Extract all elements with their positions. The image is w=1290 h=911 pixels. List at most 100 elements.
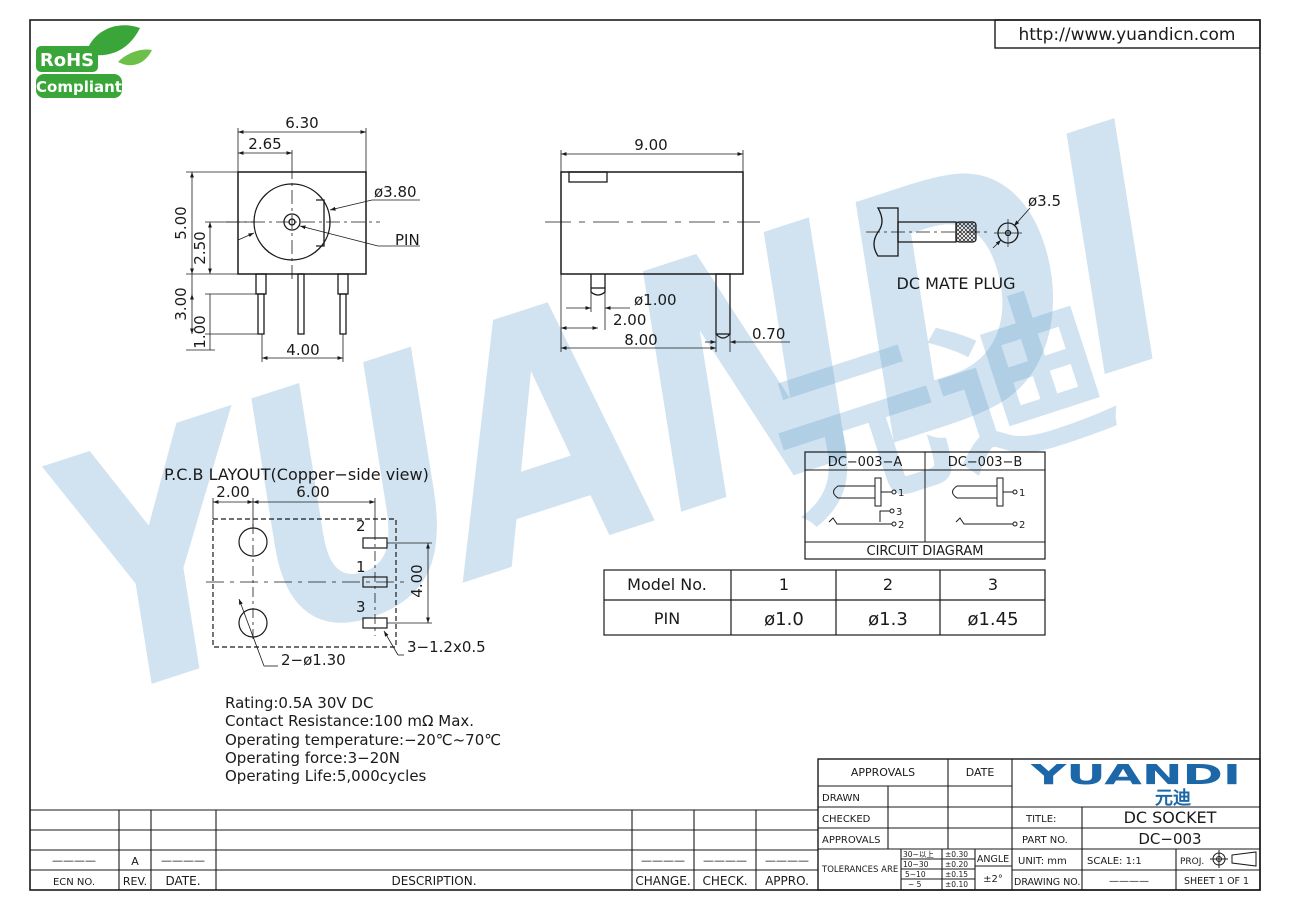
pcb-dim-height: 4.00 — [408, 564, 426, 597]
pcb-layout: P.C.B LAYOUT(Copper−side view) 2.00 6.00… — [164, 465, 486, 669]
spec-rating: Rating:0.5A 30V DC — [225, 694, 373, 712]
pin-table-header-1: 1 — [779, 575, 789, 594]
rohs-logo: RoHS Compliant — [36, 25, 152, 98]
pin-table-header-3: 3 — [988, 575, 998, 594]
tb-tol-range-2: 10~30 — [903, 860, 929, 869]
circuit-a-pin2: 2 — [898, 520, 904, 531]
tb-approvals-header: APPROVALS — [851, 766, 915, 779]
pcb-dim-left: 2.00 — [216, 483, 249, 501]
watermark: YUANDI 元迪 — [6, 54, 1218, 775]
pin-table: Model No. 1 2 3 PIN ø1.0 ø1.3 ø1.45 — [603, 569, 1046, 636]
tb-title-value: DC SOCKET — [1124, 808, 1217, 827]
pcb-dim-span: 6.00 — [296, 483, 329, 501]
pin-table-header-2: 2 — [883, 575, 893, 594]
specifications: Rating:0.5A 30V DC Contact Resistance:10… — [225, 694, 501, 785]
mate-plug: ø3.5 DC MATE PLUG — [866, 192, 1061, 293]
spec-contact-resistance: Contact Resistance:100 mΩ Max. — [225, 712, 474, 730]
sheet-border — [29, 19, 1261, 891]
tb-part-label: PART NO. — [1022, 835, 1068, 846]
pin-table-cell-1: ø1.0 — [764, 609, 804, 630]
circuit-caption: CIRCUIT DIAGRAM — [867, 544, 984, 559]
pad-size-label: 3−1.2x0.5 — [407, 638, 486, 656]
circuit-b-pin2: 2 — [1019, 520, 1025, 531]
tb-tol-value-3: ±0.15 — [945, 870, 968, 879]
rev-col-change: CHANGE. — [635, 874, 690, 888]
dim-front-center-h: 2.50 — [191, 231, 209, 264]
projection-symbol-icon — [1210, 850, 1257, 868]
circuit-a-label: DC−003−A — [828, 455, 903, 470]
rev-col-rev: REV. — [123, 875, 147, 888]
dim-pin-tip: 1.00 — [191, 315, 209, 348]
tb-tol-range-3: 5~10 — [905, 870, 926, 879]
url-box: http://www.yuandicn.com — [994, 19, 1261, 49]
dim-side-pin-dia: ø1.00 — [634, 291, 677, 309]
circuit-a-pin1: 1 — [898, 488, 904, 499]
dim-side-pin-thickness: 0.70 — [752, 325, 785, 343]
tb-checked: CHECKED — [822, 814, 871, 825]
rohs-text: RoHS — [40, 50, 94, 71]
rev-ecn-value: ———— — [52, 854, 96, 867]
spec-force: Operating force:3−20N — [225, 749, 400, 767]
rev-appro-value: ———— — [765, 854, 809, 867]
tb-tol-value-4: ±0.10 — [945, 880, 968, 889]
dim-side-pin-offset: 2.00 — [613, 311, 646, 329]
tb-angle: ANGLE — [977, 854, 1009, 865]
tb-scale: SCALE: 1:1 — [1087, 856, 1142, 867]
spec-life: Operating Life:5,000cycles — [225, 767, 427, 785]
rev-check-value: ———— — [703, 854, 747, 867]
rev-col-appro: APPRO. — [765, 874, 809, 888]
circuit-b-label: DC−003−B — [948, 455, 1023, 470]
pad-1-label: 1 — [356, 558, 366, 576]
tb-tol-value-2: ±0.20 — [945, 860, 968, 869]
pad-3-label: 3 — [356, 598, 366, 616]
pad-2-label: 2 — [356, 517, 366, 535]
rev-col-ecn: ECN NO. — [53, 877, 95, 888]
plug-diameter: ø3.5 — [1028, 192, 1061, 210]
circuit-a-pin3: 3 — [896, 507, 902, 518]
circuit-diagram: DC−003−A DC−003−B CIRCUIT DIAGRAM 1 3 2 … — [804, 451, 1046, 560]
dim-side-pin-span: 8.00 — [624, 331, 657, 349]
pcb-title: P.C.B LAYOUT(Copper−side view) — [164, 465, 429, 484]
title-block: APPROVALS DATE DRAWN CHECKED APPROVALS T… — [817, 758, 1261, 891]
tb-title-label: TITLE: — [1025, 814, 1056, 825]
rev-change-value: ———— — [641, 854, 685, 867]
tb-drawing-value: ———— — [1109, 876, 1149, 887]
rev-col-description: DESCRIPTION. — [391, 874, 476, 888]
spec-temperature: Operating temperature:−20℃~70℃ — [225, 731, 501, 749]
dim-pin-pitch: 4.00 — [286, 341, 319, 359]
tb-logo-cjk: 元迪 — [1155, 788, 1191, 809]
rev-col-check: CHECK. — [702, 874, 747, 888]
dim-front-center: 2.65 — [248, 135, 281, 153]
front-view: 6.30 2.65 5.00 2.50 3.00 1.00 4.00 ø3.80… — [172, 114, 420, 362]
dim-pin-length: 3.00 — [172, 287, 190, 320]
circuit-b-pin1: 1 — [1019, 488, 1025, 499]
compliant-text: Compliant — [36, 78, 122, 96]
dim-diameter: ø3.80 — [374, 183, 417, 201]
tb-approvals: APPROVALS — [822, 835, 881, 846]
tb-logo-latin: YUANDI — [1029, 758, 1241, 791]
hole-label: 2−ø1.30 — [281, 651, 346, 669]
rev-date-value: ———— — [161, 854, 205, 867]
pin-label: PIN — [395, 231, 420, 249]
pin-table-header-model: Model No. — [627, 575, 707, 594]
plug-caption: DC MATE PLUG — [897, 274, 1016, 293]
tb-drawn: DRAWN — [822, 793, 860, 804]
tb-part-value: DC−003 — [1138, 830, 1201, 848]
tb-date-header: DATE — [966, 766, 995, 779]
tb-tol-value-1: ±0.30 — [945, 850, 968, 859]
tb-drawing-no: DRAWING NO. — [1014, 877, 1080, 888]
tb-angle-value: ±2° — [983, 874, 1003, 885]
tb-tol-range-4: ~ 5 — [908, 880, 922, 889]
side-view: 9.00 ø1.00 2.00 8.00 0.70 — [545, 136, 790, 352]
tb-tolerances: TOLERANCES ARE — [821, 865, 898, 875]
dim-front-width: 6.30 — [285, 114, 318, 132]
tb-unit: UNIT: mm — [1018, 856, 1067, 867]
tb-proj: PROJ. — [1180, 857, 1204, 867]
pin-table-row-label: PIN — [654, 609, 680, 628]
pin-table-cell-3: ø1.45 — [967, 609, 1018, 630]
dim-front-height: 5.00 — [172, 206, 190, 239]
tb-sheet: SHEET 1 OF 1 — [1184, 876, 1249, 887]
pin-table-cell-2: ø1.3 — [868, 609, 908, 630]
